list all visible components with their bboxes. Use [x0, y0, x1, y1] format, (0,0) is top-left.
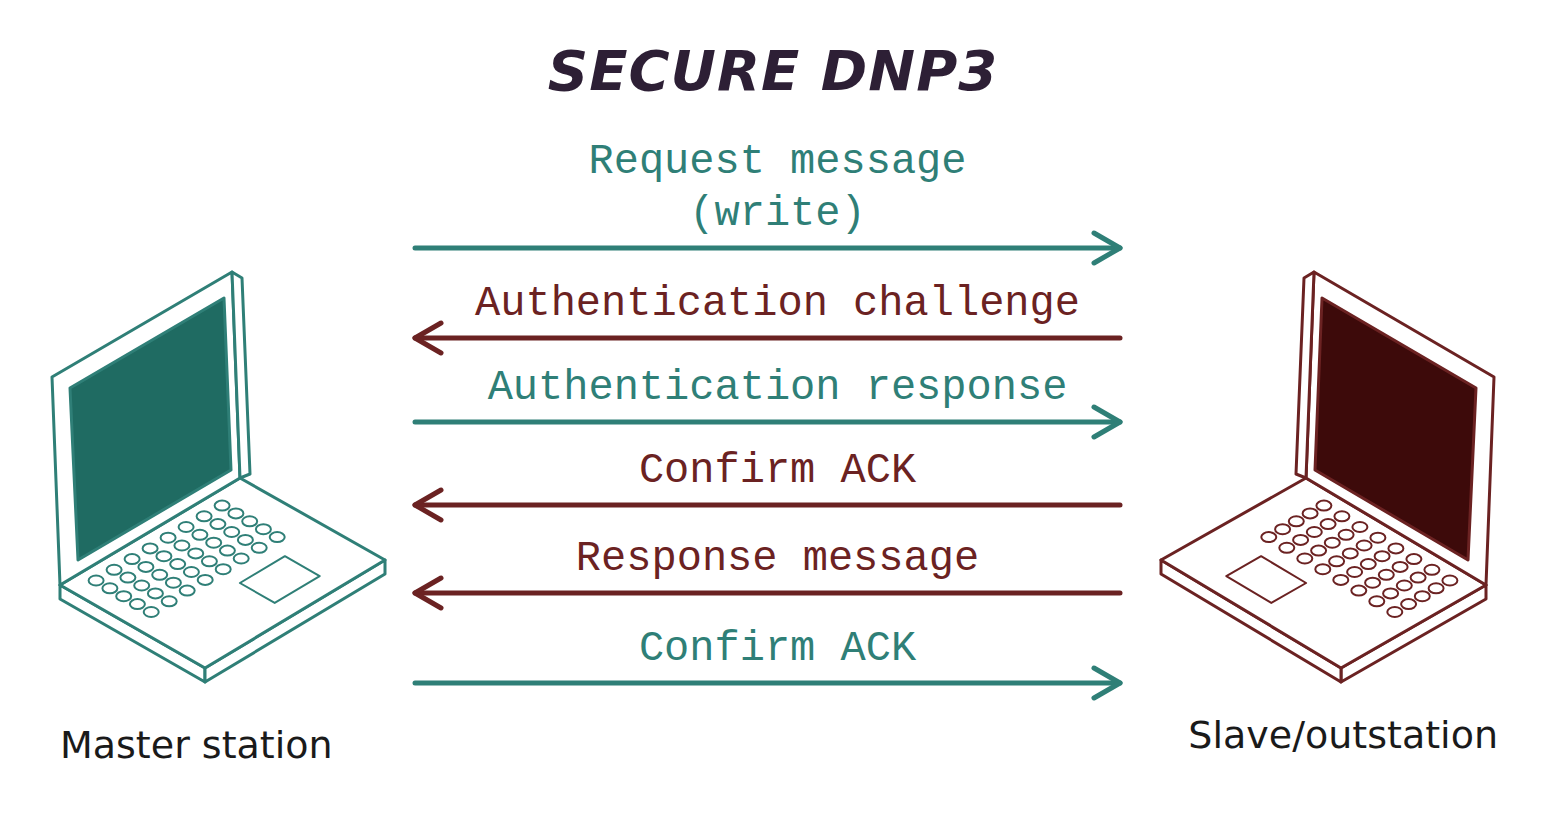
- keyboard-key: [1334, 511, 1349, 521]
- message-label: Request message (write): [554, 136, 1002, 240]
- keyboard-key: [252, 543, 267, 553]
- keyboard-key: [1388, 543, 1403, 553]
- keyboard-key: [138, 562, 153, 572]
- keyboard-key: [156, 551, 171, 561]
- keyboard-key: [1424, 565, 1439, 575]
- keyboard-key: [1375, 551, 1390, 561]
- keyboard-key: [215, 501, 230, 511]
- station-label: Master station: [60, 723, 333, 767]
- keyboard-key: [270, 532, 285, 542]
- keyboard-key: [198, 575, 213, 585]
- keyboard-key: [120, 573, 135, 583]
- keyboard-key: [1361, 559, 1376, 569]
- keyboard-key: [1339, 530, 1354, 540]
- keyboard-key: [1333, 575, 1348, 585]
- keyboard-key: [130, 599, 145, 609]
- keyboard-key: [1289, 516, 1304, 526]
- keyboard-key: [1303, 508, 1318, 518]
- touchpad: [1226, 556, 1306, 603]
- keyboard-key: [1387, 607, 1402, 617]
- keyboard-key: [1279, 543, 1294, 553]
- keyboard-key: [1429, 583, 1444, 593]
- keyboard-key: [107, 565, 122, 575]
- keyboard-key: [224, 527, 239, 537]
- keyboard-key: [143, 543, 158, 553]
- keyboard-key: [89, 576, 104, 586]
- keyboard-key: [1397, 581, 1412, 591]
- keyboard-key: [174, 541, 189, 551]
- laptop-drawing: [52, 272, 385, 682]
- keyboard-key: [180, 586, 195, 596]
- keyboard-key: [1415, 591, 1430, 601]
- keyboard-key: [184, 567, 199, 577]
- diagram-title: SECURE DNP3: [0, 38, 1546, 103]
- keyboard-key: [1406, 554, 1421, 564]
- keyboard-key: [166, 578, 181, 588]
- keyboard-key: [1316, 501, 1331, 511]
- keyboard-key: [1315, 564, 1330, 574]
- keyboard-key: [228, 508, 243, 518]
- keyboard-key: [1411, 573, 1426, 583]
- station-node: Slave/outstation: [1120, 262, 1500, 757]
- keyboard-key: [125, 554, 140, 564]
- keyboard-key: [210, 519, 225, 529]
- keyboard-key: [1321, 519, 1336, 529]
- keyboard-key: [242, 516, 257, 526]
- keyboard-key: [134, 581, 149, 591]
- keyboard-key: [1352, 522, 1367, 532]
- message-label: Confirm ACK: [635, 623, 920, 675]
- keyboard-key: [1261, 532, 1276, 542]
- keyboard-key: [202, 556, 217, 566]
- keyboard-key: [238, 535, 253, 545]
- keyboard-key: [152, 570, 167, 580]
- keyboard-key: [116, 591, 131, 601]
- keyboard-key: [188, 548, 203, 558]
- keyboard-key: [162, 596, 177, 606]
- keyboard-key: [206, 538, 221, 548]
- keyboard-key: [148, 588, 163, 598]
- keyboard-key: [216, 564, 231, 574]
- keyboard-key: [1329, 556, 1344, 566]
- station-node: Master station: [40, 262, 415, 767]
- keyboard-key: [1343, 548, 1358, 558]
- keyboard-key: [1293, 535, 1308, 545]
- keyboard-key: [197, 511, 212, 521]
- keyboard-key: [1365, 578, 1380, 588]
- keyboard-key: [1347, 567, 1362, 577]
- keyboard-key: [1370, 533, 1385, 543]
- keyboard-key: [1369, 596, 1384, 606]
- station-label: Slave/outstation: [1188, 713, 1498, 757]
- keyboard-key: [1379, 570, 1394, 580]
- laptop-drawing: [1161, 272, 1494, 682]
- keyboard-key: [1393, 562, 1408, 572]
- keyboard-key: [1297, 554, 1312, 564]
- touchpad: [240, 556, 320, 603]
- keyboard-key: [179, 522, 194, 532]
- keyboard-key: [102, 583, 117, 593]
- keyboard-key: [144, 607, 159, 617]
- message-label: Authentication challenge: [471, 278, 1084, 330]
- keyboard-key: [192, 530, 207, 540]
- keyboard-key: [1325, 538, 1340, 548]
- keyboard-key: [1383, 588, 1398, 598]
- keyboard-key: [170, 559, 185, 569]
- keyboard-key: [256, 524, 271, 534]
- keyboard-key: [1307, 527, 1322, 537]
- keyboard-key: [161, 533, 176, 543]
- message-label: Response message: [572, 533, 983, 585]
- keyboard-key: [1275, 524, 1290, 534]
- keyboard-key: [1442, 576, 1457, 586]
- message-label: Confirm ACK: [635, 445, 920, 497]
- keyboard-key: [1351, 586, 1366, 596]
- keyboard-key: [220, 546, 235, 556]
- keyboard-key: [1357, 541, 1372, 551]
- keyboard-key: [1311, 546, 1326, 556]
- keyboard-key: [234, 554, 249, 564]
- message-label: Authentication response: [484, 362, 1072, 414]
- keyboard-key: [1401, 599, 1416, 609]
